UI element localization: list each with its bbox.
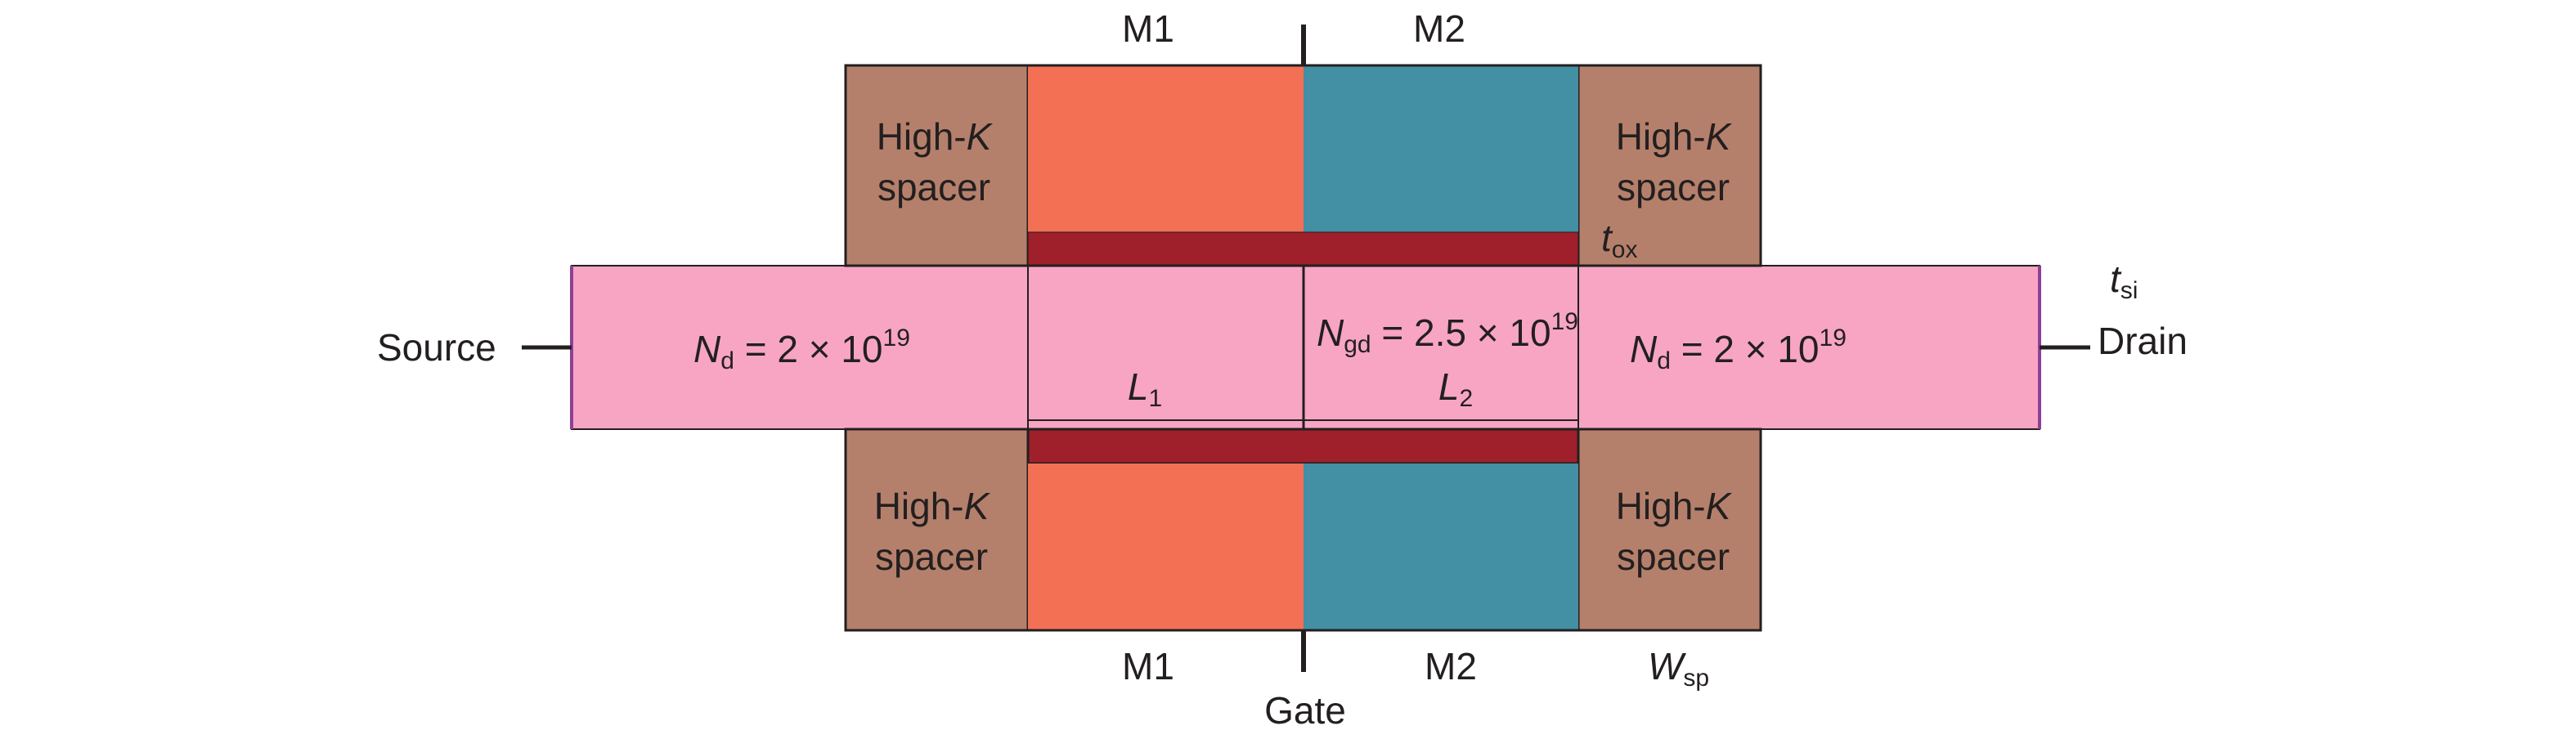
- spacer-label-word: spacer: [1616, 166, 1730, 208]
- spacer-label-top-right: High-K spacer: [1616, 111, 1731, 213]
- spacer-label-prefix: High-: [1615, 115, 1706, 158]
- nd-left-exponent: 19: [882, 325, 910, 352]
- tox-subscript: ox: [1611, 236, 1638, 263]
- spacer-label-prefix: High-: [1615, 485, 1706, 527]
- spacer-label-word: spacer: [877, 166, 991, 208]
- l1-label: L1: [1127, 365, 1162, 411]
- tsi-label: tsi: [2110, 258, 2138, 303]
- spacer-bottom-right: [1577, 428, 1762, 632]
- spacer-label-prefix: High-: [873, 485, 964, 527]
- spacer-label-top-left: High-K spacer: [877, 111, 992, 213]
- tox-label: tox: [1601, 217, 1637, 262]
- l2-label: L2: [1438, 365, 1473, 411]
- nd-right-subscript: d: [1657, 347, 1671, 374]
- tsi-symbol: t: [2110, 258, 2120, 300]
- nd-left-label: Nd = 2 × 1019: [693, 326, 910, 374]
- ngd-exponent: 19: [1551, 308, 1578, 335]
- metal1-top: [1028, 65, 1304, 232]
- spacer-label-prefix: High-: [876, 115, 967, 158]
- tsi-subscript: si: [2120, 277, 2138, 304]
- spacer-label-k: K: [963, 485, 990, 527]
- metal2-bottom: [1304, 464, 1578, 630]
- metal1-bottom-label: M1: [1122, 645, 1174, 687]
- oxide-bottom: [1026, 428, 1580, 465]
- spacer-label-bottom-right: High-K spacer: [1616, 481, 1731, 582]
- l2-subscript: 2: [1459, 385, 1474, 412]
- metal1-bottom: [1028, 464, 1304, 630]
- l2-symbol: L: [1438, 365, 1460, 408]
- silicon-body: [571, 265, 2040, 430]
- nd-right-label: Nd = 2 × 1019: [1630, 326, 1847, 374]
- source-label: Source: [377, 326, 496, 369]
- nd-right-symbol: N: [1630, 328, 1658, 370]
- ngd-value: = 2.5 × 10: [1371, 311, 1551, 354]
- l1-symbol: L: [1127, 365, 1149, 408]
- spacer-label-k: K: [1705, 115, 1731, 158]
- spacer-top-left: [844, 64, 1030, 267]
- oxide-top: [1027, 231, 1579, 266]
- metal2-top: [1304, 65, 1578, 232]
- nd-right-exponent: 19: [1819, 325, 1847, 352]
- nd-left-symbol: N: [693, 328, 721, 370]
- wsp-subscript: sp: [1683, 665, 1710, 692]
- ngd-label: Ngd = 2.5 × 1019: [1317, 310, 1578, 357]
- metal2-bottom-label: M2: [1425, 645, 1477, 687]
- spacer-label-bottom-left: High-K spacer: [874, 481, 990, 582]
- metal2-top-label: M2: [1413, 7, 1465, 50]
- tox-symbol: t: [1601, 217, 1612, 259]
- gate-label: Gate: [1264, 689, 1346, 732]
- spacer-label-word: spacer: [1616, 535, 1730, 578]
- nd-right-value: = 2 × 10: [1670, 328, 1820, 370]
- wsp-label: Wsp: [1648, 645, 1709, 691]
- l1-subscript: 1: [1148, 385, 1163, 412]
- nd-left-subscript: d: [720, 347, 734, 374]
- ngd-symbol: N: [1317, 311, 1344, 354]
- spacer-top-right: [1577, 64, 1762, 267]
- nd-left-value: = 2 × 10: [734, 328, 883, 370]
- ngd-subscript: gd: [1344, 331, 1371, 358]
- spacer-label-word: spacer: [874, 535, 989, 578]
- metal1-top-label: M1: [1122, 7, 1174, 50]
- spacer-label-k: K: [1705, 485, 1731, 527]
- drain-label: Drain: [2098, 320, 2188, 362]
- spacer-label-k: K: [966, 115, 992, 158]
- wsp-symbol: W: [1648, 645, 1684, 687]
